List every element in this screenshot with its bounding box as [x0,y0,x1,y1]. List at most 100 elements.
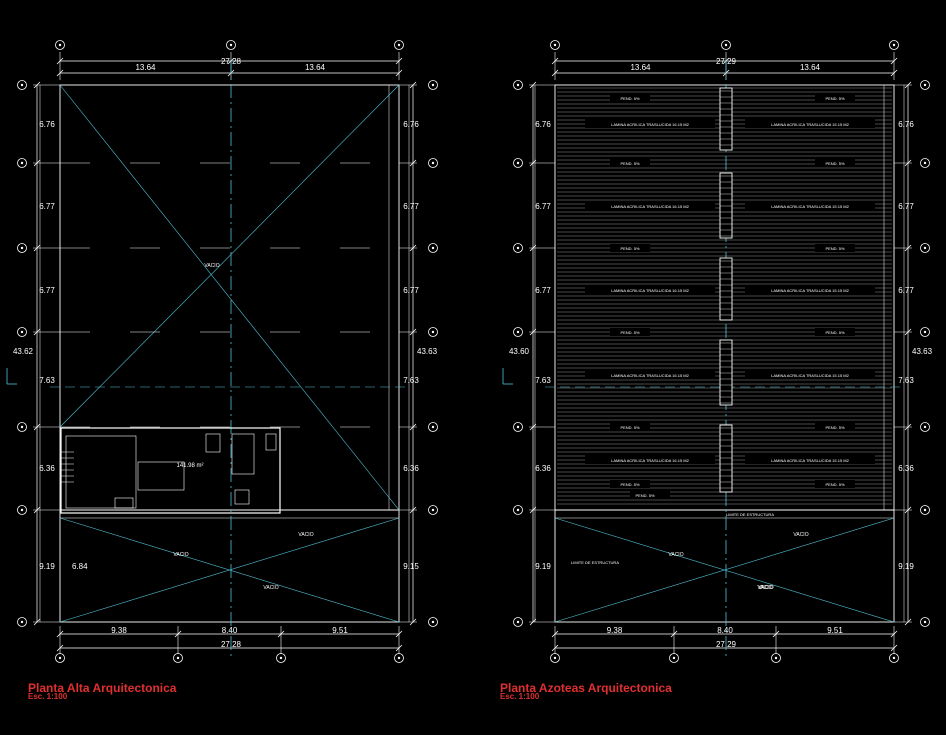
dimension-tick [409,618,417,626]
roof-label: LAMINA ACRILICA TRASLUCIDA 15.15 M2 [771,458,850,463]
dim-total-height-right: 43.63 [417,347,438,356]
slope-label-bg [815,480,855,488]
axis-bubble [17,422,27,432]
axis-bubble [889,40,899,50]
dimension-tick [551,69,559,77]
dimension-tick [277,630,285,638]
label-vacio: VACIO [204,263,219,269]
axis-bubble [513,327,523,337]
dim-right-4: 6.36 [898,464,914,473]
dim-bottom-c: 9.51 [827,626,843,635]
roof-label: LAMINA ACRILICA TRASLUCIDA 16.15 M2 [611,122,690,127]
roof-label: LAMINA ACRILICA TRASLUCIDA 16.15 M2 [611,458,690,463]
axis-bubble [428,158,438,168]
dimension-tick [33,159,41,167]
ridge-column [719,87,733,151]
dimension-tick [529,506,537,514]
roof-label: LAMINA ACRILICA TRASLUCIDA 16.15 M2 [611,373,690,378]
axis-bubble [428,505,438,515]
title-plan-2: Planta Azoteas Arquitectonica [500,681,672,695]
roof-label: LAMINA ACRILICA TRASLUCIDA 15.15 M2 [771,373,850,378]
roof-label-bg [745,201,875,210]
axis-bubble-center [923,425,927,429]
dim-right-5: 9.19 [898,562,914,571]
dimension-tick [551,57,559,65]
dim-left-2: 6.77 [39,286,55,295]
axis-bubble [513,158,523,168]
dim-right-3: 7.63 [403,376,419,385]
axis-bubble [394,40,404,50]
axis-bubble-center [431,620,435,624]
dimension-tick [904,81,912,89]
axis-bubble [920,505,930,515]
dim-left-0: 6.76 [535,120,551,129]
axis-bubble-center [58,43,62,47]
dimension-tick [395,644,403,652]
slope-label-bg [610,480,650,488]
slope-label: PEND. 5% [825,330,845,335]
dim-right-1: 6.77 [898,202,914,211]
dimension-tick [772,630,780,638]
dimension-tick [890,69,898,77]
dimension-tick [529,244,537,252]
axis-bubble [428,80,438,90]
axis-bubble [721,40,731,50]
axis-bubble [17,327,27,337]
roof-label: LAMINA ACRILICA TRASLUCIDA 15.15 M2 [771,288,850,293]
axis-bubble-center [923,246,927,250]
dimension-tick [174,630,182,638]
dim-left-1: 6.77 [535,202,551,211]
axis-bubble-center [516,425,520,429]
slope-label: PEND. 5% [825,161,845,166]
dim-left-3: 7.63 [39,376,55,385]
dim-right-2: 6.77 [898,286,914,295]
dimension-tick [904,244,912,252]
slope-label: PEND. 5% [620,425,640,430]
desk-group [137,461,185,491]
axis-bubble-center [553,656,557,660]
label-vacio: VACIO [668,552,683,558]
roof-label-bg [745,119,875,128]
label-vacio: VACIO [758,585,773,591]
axis-bubble-center [431,330,435,334]
slope-label: PEND. 5% [620,330,640,335]
dimension-tick [395,57,403,65]
dimension-tick [904,506,912,514]
axis-bubble [920,327,930,337]
slope-label: PEND. 5% [635,493,655,498]
dimension-tick [409,423,417,431]
dimension-tick [33,506,41,514]
axis-bubble [513,243,523,253]
slope-label-bg [610,328,650,336]
axis-bubble-center [20,508,24,512]
axis-bubble-center [431,161,435,165]
table [231,433,255,475]
axis-bubble-center [431,508,435,512]
dimension-tick [56,630,64,638]
axis-bubble-center [58,656,62,660]
roof-label-bg [745,370,875,379]
dimension-tick [529,618,537,626]
roof-label-bg [585,201,715,210]
axis-bubble-center [431,425,435,429]
limit-label: LIMITE DE ESTRUCTURA [726,512,774,517]
dimension-tick [890,57,898,65]
axis-bubble-center [774,656,778,660]
dim-left-3: 7.63 [535,376,551,385]
ridge-column [719,257,733,321]
axis-bubble-center [20,246,24,250]
dimension-tick [33,244,41,252]
dim-left-4: 6.36 [39,464,55,473]
void-diagonal [554,517,895,623]
axis-bubble-center [176,656,180,660]
dimension-tick [56,69,64,77]
void-diagonal-large [59,84,400,428]
dimension-tick [33,81,41,89]
axis-bubble [550,40,560,50]
axis-bubble-center [516,508,520,512]
dimension-tick [409,81,417,89]
slope-label: PEND. 5% [620,96,640,101]
dimension-tick [551,644,559,652]
dim-left-4: 6.36 [535,464,551,473]
